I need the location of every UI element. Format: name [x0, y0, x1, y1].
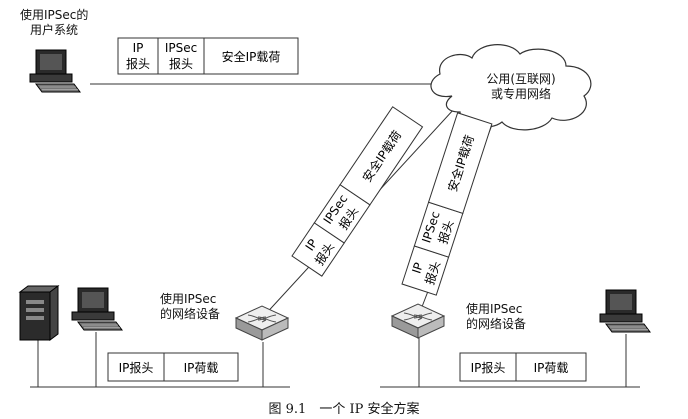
packet-top: IP 报头 IPSec 报头 安全IP载荷	[117, 37, 299, 75]
packet-plain-left: IP报头 IP荷载	[107, 352, 239, 382]
user-pc-icon	[29, 49, 81, 93]
packet-diag-right: IP 报头 IPSec 报头 安全IP载荷	[401, 112, 493, 296]
network-device-right-icon	[391, 303, 445, 339]
packet-diag-left: IP 报头 IPSec 报头 安全IP载荷	[291, 106, 424, 277]
svg-text:报头: 报头	[169, 56, 193, 71]
user-system-label: 使用IPSec的 用户系统	[20, 8, 89, 37]
svg-text:报头: 报头	[126, 56, 150, 71]
svg-text:IP报头: IP报头	[471, 360, 506, 375]
network-device-left-icon	[235, 305, 289, 341]
figure-caption: 图 9.1 一个 IP 安全方案	[268, 402, 420, 417]
svg-text:IP荷载: IP荷载	[534, 361, 569, 375]
packet-plain-right: IP报头 IP荷载	[459, 352, 587, 382]
svg-text:IP报头: IP报头	[119, 360, 154, 375]
svg-text:报头: 报头	[435, 218, 457, 245]
server-icon	[18, 285, 60, 341]
svg-text:IP: IP	[409, 261, 426, 276]
lan-right-pc-icon	[599, 289, 651, 333]
svg-text:报头: 报头	[422, 259, 444, 286]
cloud-label: 公用(互联网) 或专用网络	[486, 72, 556, 101]
network-device-left-label: 使用IPSec 的网络设备	[160, 292, 221, 321]
packet-top-ipsec-header: IPSec	[165, 41, 197, 55]
lan-left-pc-icon	[71, 287, 123, 331]
packet-top-ip-header: IP	[133, 41, 144, 55]
network-device-right-label: 使用IPSec 的网络设备	[466, 302, 527, 331]
packet-top-payload: 安全IP载荷	[222, 49, 281, 64]
svg-text:IP荷载: IP荷载	[184, 361, 219, 375]
